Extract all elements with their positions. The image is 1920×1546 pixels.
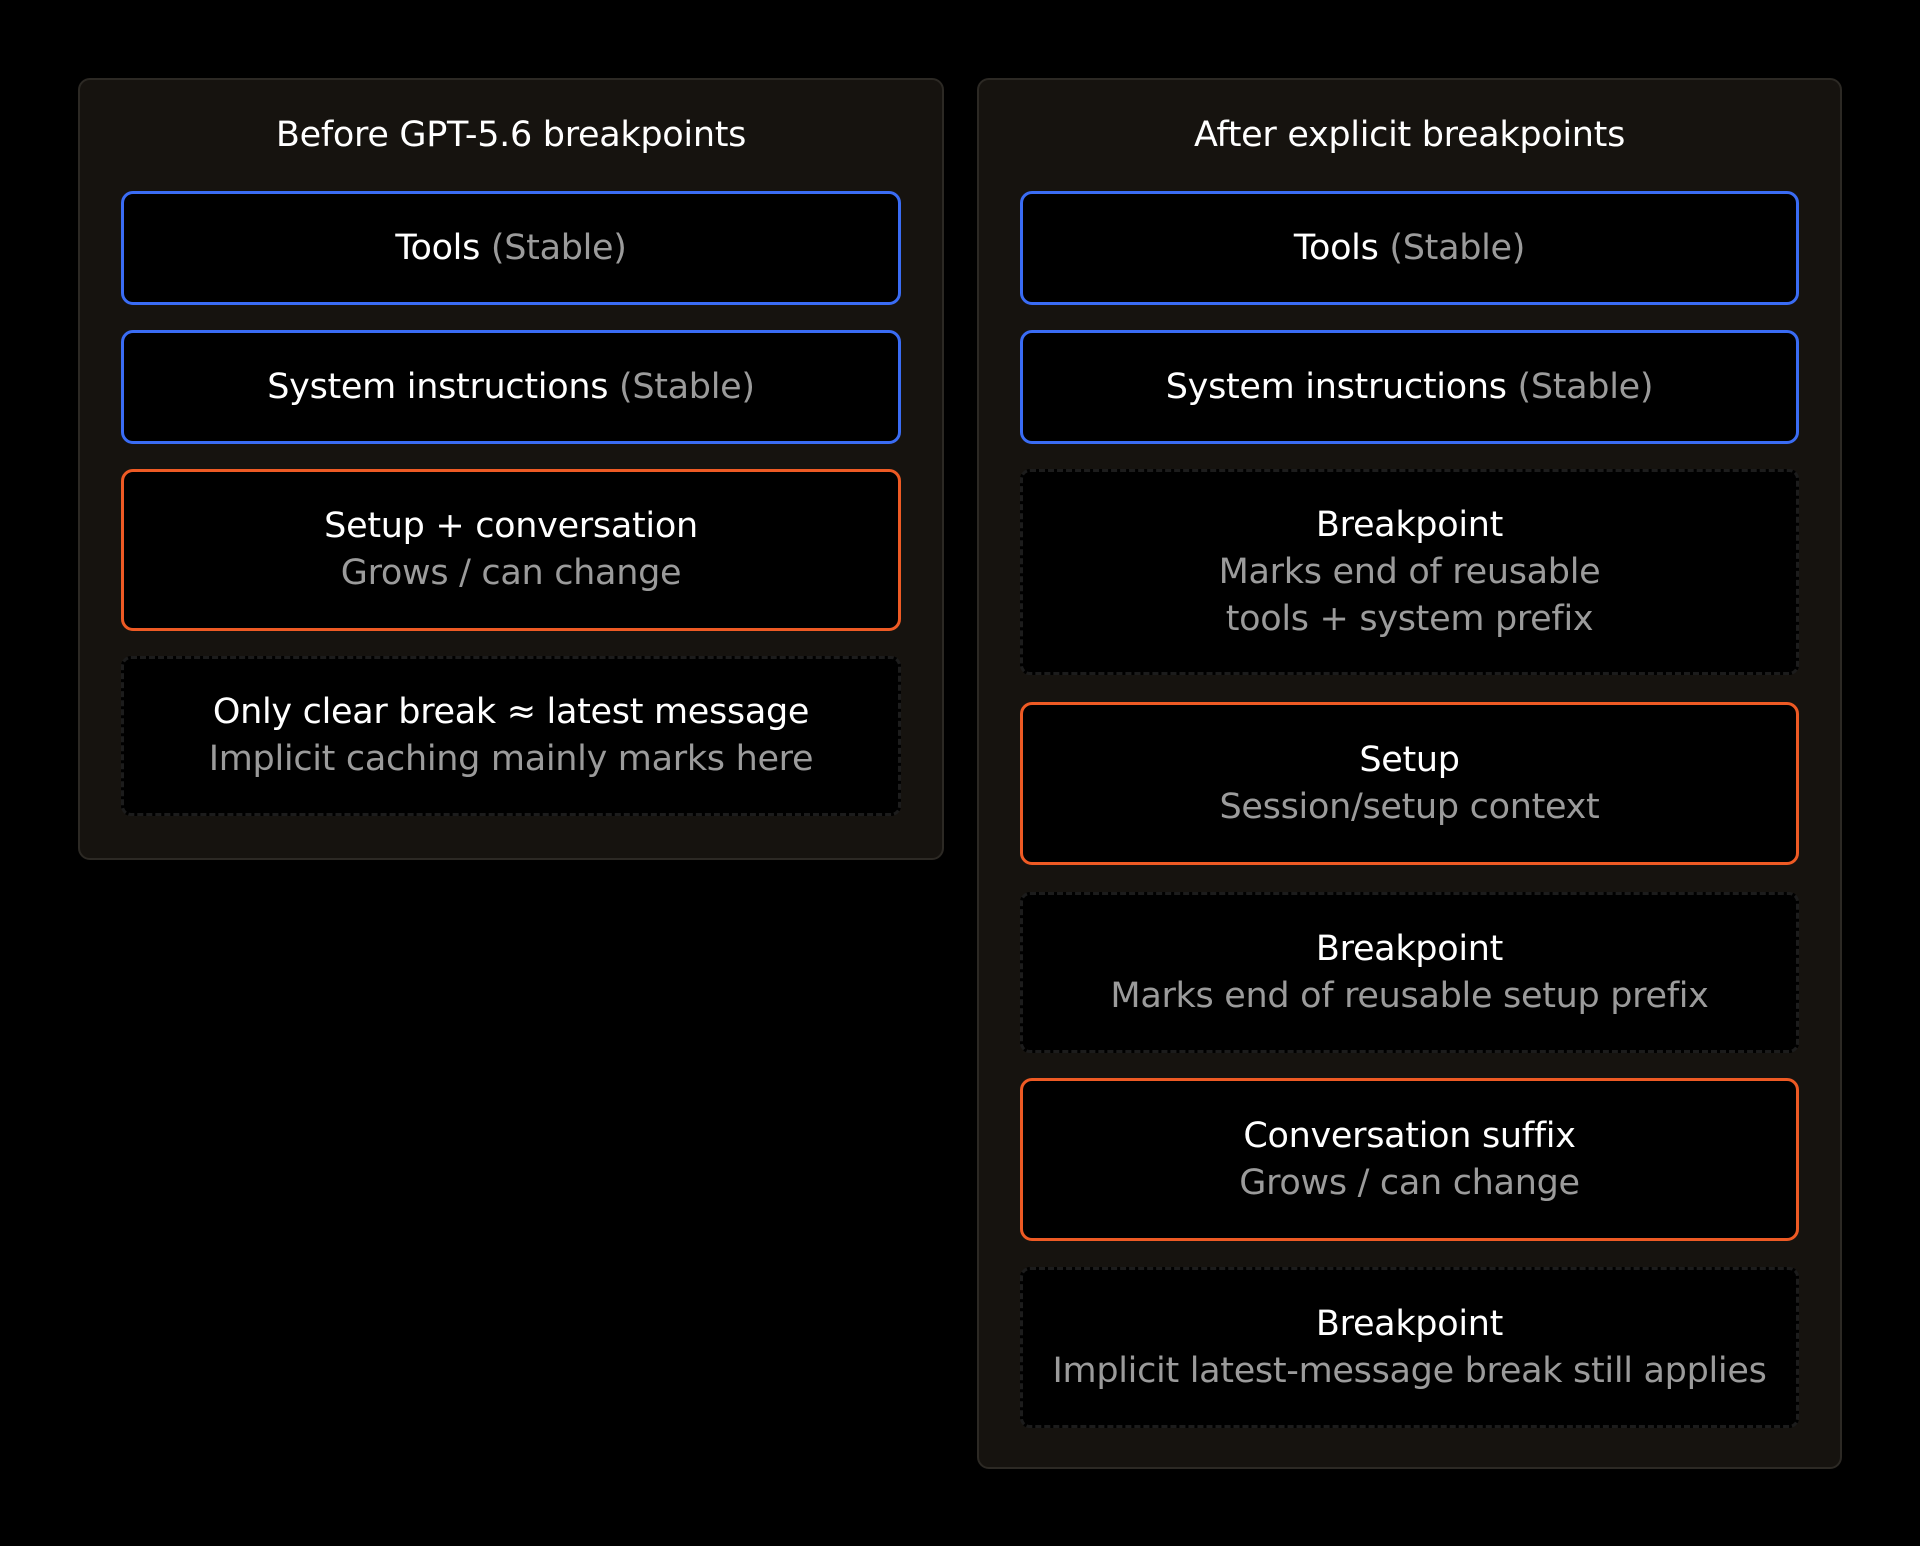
after-system-block: System instructions (Stable) — [1020, 330, 1799, 444]
before-tools-note: (Stable) — [490, 227, 627, 268]
before-setup-conversation-sub: Grows / can change — [340, 553, 682, 593]
before-system-block: System instructions (Stable) — [121, 330, 901, 444]
after-tools-label: Tools — [1293, 227, 1379, 268]
after-breakpoint-1-block: Breakpoint Marks end of reusable tools +… — [1020, 469, 1799, 675]
after-breakpoint-3-sub: Implicit latest-message break still appl… — [1052, 1350, 1767, 1391]
before-panel-title: Before GPT-5.6 breakpoints — [275, 115, 747, 155]
after-panel: After explicit breakpoints Tools (Stable… — [977, 78, 1842, 1469]
after-system-label: System instructions — [1165, 366, 1507, 407]
before-tools-block: Tools (Stable) — [121, 191, 901, 305]
after-tools-text: Tools (Stable) — [1293, 225, 1526, 272]
after-tools-block: Tools (Stable) — [1020, 191, 1799, 305]
before-latest-break-label: Only clear break ≈ latest message — [212, 692, 810, 732]
before-panel: Before GPT-5.6 breakpoints Tools (Stable… — [78, 78, 944, 860]
before-tools-text: Tools (Stable) — [395, 225, 627, 272]
before-setup-conversation-label: Setup + conversation — [324, 506, 698, 546]
after-conversation-suffix-label: Conversation suffix — [1243, 1115, 1576, 1156]
after-setup-sub: Session/setup context — [1219, 786, 1600, 827]
before-latest-break-block: Only clear break ≈ latest message Implic… — [121, 656, 901, 816]
before-system-note: (Stable) — [618, 366, 755, 407]
after-setup-label: Setup — [1359, 739, 1460, 780]
after-breakpoint-3-label: Breakpoint — [1315, 1303, 1504, 1344]
before-system-label: System instructions — [267, 366, 609, 407]
before-tools-label: Tools — [395, 227, 481, 268]
after-conversation-suffix-block: Conversation suffix Grows / can change — [1020, 1078, 1799, 1241]
before-setup-conversation-block: Setup + conversation Grows / can change — [121, 469, 901, 631]
after-breakpoint-2-block: Breakpoint Marks end of reusable setup p… — [1020, 892, 1799, 1053]
after-breakpoint-3-block: Breakpoint Implicit latest-message break… — [1020, 1267, 1799, 1428]
after-breakpoint-2-sub: Marks end of reusable setup prefix — [1110, 975, 1709, 1016]
after-breakpoint-1-sub-line1: Marks end of reusable — [1218, 551, 1601, 592]
after-tools-note: (Stable) — [1389, 227, 1526, 268]
after-conversation-suffix-sub: Grows / can change — [1239, 1162, 1580, 1203]
after-system-note: (Stable) — [1517, 366, 1654, 407]
before-latest-break-sub: Implicit caching mainly marks here — [208, 739, 814, 779]
after-breakpoint-1-label: Breakpoint — [1315, 504, 1504, 545]
after-setup-block: Setup Session/setup context — [1020, 702, 1799, 865]
after-breakpoint-1-sub-line2: tools + system prefix — [1225, 598, 1594, 639]
after-system-text: System instructions (Stable) — [1166, 364, 1654, 411]
after-breakpoint-2-label: Breakpoint — [1315, 928, 1504, 969]
before-system-text: System instructions (Stable) — [267, 364, 755, 411]
after-panel-title: After explicit breakpoints — [1193, 115, 1626, 155]
